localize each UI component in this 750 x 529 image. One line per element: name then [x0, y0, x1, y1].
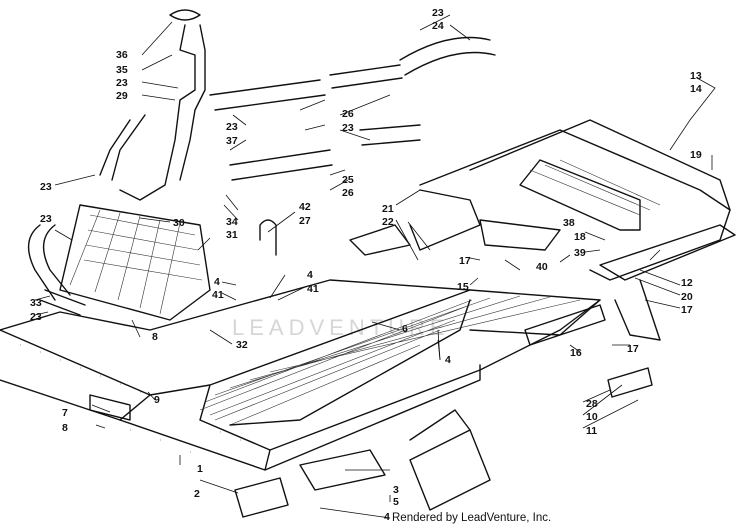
- callout-10: 10: [586, 411, 598, 423]
- callout-8: 8: [152, 331, 158, 343]
- callout-33: 33: [30, 297, 42, 309]
- callout-42: 42: [299, 201, 311, 213]
- callout-7: 7: [62, 407, 68, 419]
- callout-25: 25: [342, 174, 354, 186]
- callout-41: 41: [212, 289, 224, 301]
- misc-brackets: [89, 189, 653, 518]
- callout-29: 29: [116, 90, 128, 102]
- leader-lines: [34, 14, 716, 519]
- callout-23: 23: [30, 311, 42, 323]
- callout-34: 34: [226, 216, 238, 228]
- tunnel-part: [0, 279, 601, 471]
- callout-37: 37: [226, 135, 238, 147]
- callout-18: 18: [574, 231, 586, 243]
- callout-35: 35: [116, 64, 128, 76]
- callout-31: 31: [226, 229, 238, 241]
- callout-4: 4: [307, 269, 313, 281]
- callout-28: 28: [586, 398, 598, 410]
- callout-23: 23: [342, 122, 354, 134]
- callout-4: 4: [384, 511, 390, 523]
- callout-23: 23: [40, 213, 52, 225]
- callout-5: 5: [393, 496, 399, 508]
- callout-23: 23: [226, 121, 238, 133]
- callout-16: 16: [570, 347, 582, 359]
- callout-1: 1: [197, 463, 203, 475]
- callout-19: 19: [690, 149, 702, 161]
- callout-8: 8: [62, 422, 68, 434]
- callout-23: 23: [40, 181, 52, 193]
- callout-30: 30: [173, 217, 185, 229]
- callout-41: 41: [307, 283, 319, 295]
- callout-3: 3: [393, 484, 399, 496]
- callout-22: 22: [382, 216, 394, 228]
- callout-4: 4: [214, 276, 220, 288]
- callout-39: 39: [574, 247, 586, 259]
- callout-38: 38: [563, 217, 575, 229]
- callout-9: 9: [154, 394, 160, 406]
- callout-23: 23: [432, 7, 444, 19]
- callout-17: 17: [681, 304, 693, 316]
- callout-11: 11: [586, 425, 597, 437]
- callout-6: 6: [402, 323, 408, 335]
- coolant-hoses: [27, 9, 496, 316]
- callout-12: 12: [681, 277, 693, 289]
- callout-15: 15: [457, 281, 469, 293]
- callout-14: 14: [690, 83, 702, 95]
- callout-numbers: 36 35 23 29 23 23 33 23 30 31 42 27 4 41…: [30, 7, 702, 523]
- callout-4: 4: [445, 354, 451, 366]
- callout-32: 32: [236, 339, 248, 351]
- callout-36: 36: [116, 49, 128, 61]
- callout-24: 24: [432, 20, 444, 32]
- callout-27: 27: [299, 215, 311, 227]
- callout-20: 20: [681, 291, 693, 303]
- callout-17: 17: [459, 255, 471, 267]
- callout-2: 2: [194, 488, 200, 500]
- callout-13: 13: [690, 70, 702, 82]
- callout-26: 26: [342, 187, 354, 199]
- callout-21: 21: [382, 203, 394, 215]
- callout-23: 23: [116, 77, 128, 89]
- callout-17: 17: [627, 343, 639, 355]
- radiator-part: [59, 204, 211, 321]
- credit-text: Rendered by LeadVenture, Inc.: [392, 512, 552, 524]
- callout-40: 40: [536, 261, 548, 273]
- rear-frame-part: [419, 119, 736, 341]
- callout-26: 26: [342, 108, 354, 120]
